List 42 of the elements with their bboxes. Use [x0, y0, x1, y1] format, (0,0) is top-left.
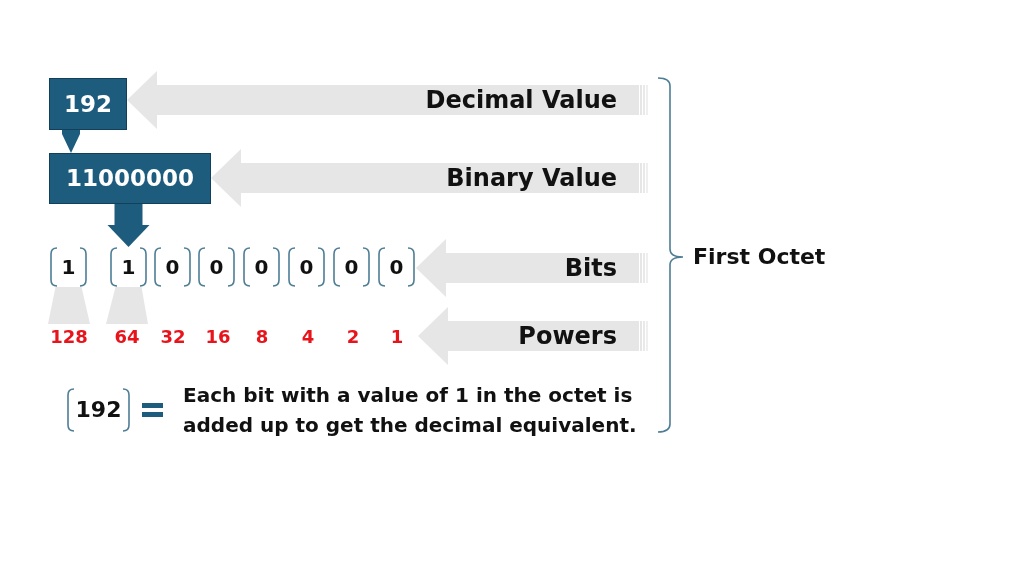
arrow-label: Bits: [553, 253, 648, 283]
down-arrow: [107, 204, 150, 247]
arrow-label: Powers: [507, 321, 648, 351]
sum-value: 192: [75, 398, 122, 421]
highlight-beam: [106, 287, 148, 324]
power-value: 2: [332, 324, 374, 350]
arrow-label: Decimal Value: [408, 85, 648, 115]
block-arrow: [416, 239, 553, 297]
bit-bracket: [109, 247, 148, 287]
brace-label: First Octet: [693, 243, 826, 271]
value-callout: 192: [49, 78, 127, 130]
power-value: 4: [287, 324, 329, 350]
bit-digit: 1: [121, 256, 136, 277]
power-value: 8: [241, 324, 283, 350]
bit-digit: 0: [344, 256, 359, 277]
power-value: 32: [152, 324, 194, 350]
block-arrow: [127, 71, 408, 129]
bit-bracket: [153, 247, 192, 287]
bit-digit: 0: [209, 256, 224, 277]
bit-bracket: [332, 247, 371, 287]
bit-digit: 0: [165, 256, 180, 277]
sum-bracket: [66, 388, 131, 432]
bit-digit: 0: [299, 256, 314, 277]
explanation-text: Each bit with a value of 1 in the octet is added up to get the decimal equivalent.: [183, 382, 638, 439]
power-value: 64: [106, 324, 148, 350]
power-value: 1: [376, 324, 418, 350]
bit-digit: 1: [61, 256, 76, 277]
bit-bracket: [197, 247, 236, 287]
power-value: 16: [197, 324, 239, 350]
bit-bracket: [49, 247, 88, 287]
bit-digit: 0: [389, 256, 404, 277]
bit-bracket: [377, 247, 416, 287]
callout-pointer: [62, 130, 80, 153]
value-callout: 11000000: [49, 153, 211, 204]
power-value: 128: [48, 324, 90, 350]
arrow-label: Binary Value: [437, 163, 648, 193]
block-arrow: [211, 149, 437, 207]
bit-bracket: [287, 247, 326, 287]
bit-digit: 0: [254, 256, 269, 277]
bit-bracket: [242, 247, 281, 287]
highlight-beam: [48, 287, 90, 324]
block-arrow: [418, 307, 507, 365]
